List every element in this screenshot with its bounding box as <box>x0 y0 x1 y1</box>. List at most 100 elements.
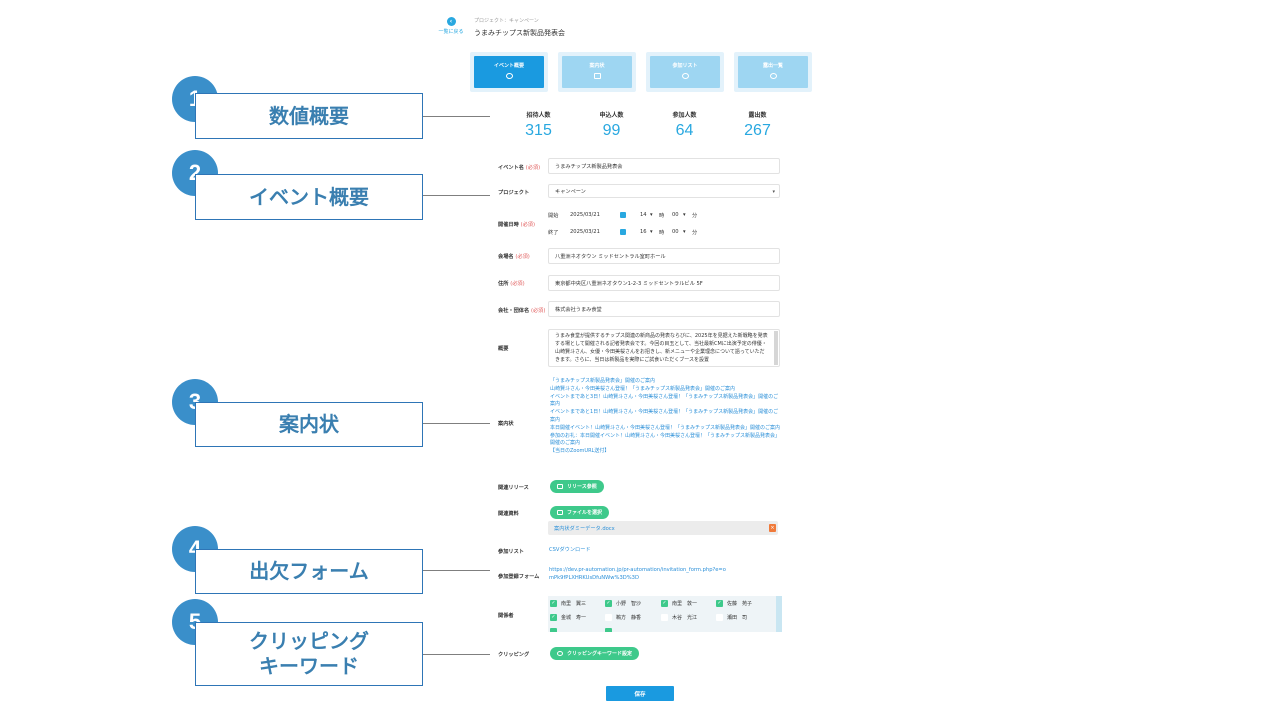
end-prefix: 終了 <box>548 229 559 236</box>
hour-unit: 時 <box>659 212 665 219</box>
tab-participant-list[interactable]: 参加リスト <box>646 52 724 92</box>
attendee-checkbox[interactable]: ✓ 佐藤 苑子 <box>716 600 752 607</box>
end-hour-select[interactable]: 16 <box>640 229 647 235</box>
attendee-name: 南里 敦一 <box>672 601 698 607</box>
calendar-icon[interactable] <box>620 212 626 218</box>
document-icon <box>557 484 563 489</box>
callout-label-5: クリッピング キーワード <box>195 622 423 686</box>
end-datetime-row: 終了 2025/03/21 16 ▾ 時 00 ▾ 分 <box>548 226 697 238</box>
event-name-label: イベント名 (必須) <box>498 165 541 171</box>
summary-text: うまみ食堂が提供するチップス関連の新商品の発表ならびに、2025年を見据えた新戦… <box>555 333 768 363</box>
attendee-checkbox[interactable]: ✓金城 寿一 <box>550 614 586 621</box>
tab-invitation[interactable]: 案内状 <box>558 52 636 92</box>
stat-label: 参加人数 <box>672 112 697 119</box>
tab-event-overview[interactable]: イベント概要 <box>470 52 548 92</box>
tab-label: イベント概要 <box>493 63 524 69</box>
checkbox-checked-icon <box>605 628 612 632</box>
callout-label-1: 数値概要 <box>195 93 423 139</box>
end-minute-select[interactable]: 00 <box>672 229 679 235</box>
end-date-input[interactable]: 2025/03/21 <box>570 229 600 235</box>
chevron-down-icon: ▾ <box>772 189 775 195</box>
users-icon <box>681 73 689 79</box>
invitation-link[interactable]: イベントまであと1日！山崎賢斗さん・今田美桜さん登壇！「うまみチップス新製品発表… <box>550 409 779 423</box>
invitation-list: 「うまみチップス新製品発表会」開催のご案内 山崎賢斗さん・今田美桜さん登壇！「う… <box>550 378 782 456</box>
callout-connector-4 <box>423 570 490 571</box>
checkbox-unchecked-icon <box>716 614 723 621</box>
invitation-link[interactable]: 参加のお礼：本日開催イベント！山崎賢斗さん・今田美桜さん登壇！「うまみチップス新… <box>550 432 781 447</box>
tag-icon <box>557 651 563 656</box>
start-hour-select[interactable]: 14 <box>640 212 647 218</box>
tab-exposure-list[interactable]: 露出一覧 <box>734 52 812 92</box>
stat-value: 64 <box>675 122 694 139</box>
button-label: リリース参照 <box>567 484 597 490</box>
calendar-icon[interactable] <box>620 229 626 235</box>
stats-summary: 招待人数 315 申込人数 99 参加人数 64 露出数 267 <box>502 110 794 140</box>
invitation-link[interactable]: 「うまみチップス新製品発表会」開催のご案内 <box>550 378 656 384</box>
attendee-list-scrollbar[interactable] <box>776 596 782 632</box>
attendee-checkbox[interactable]: ✓ 南里 敦一 <box>661 600 697 607</box>
save-button[interactable]: 保存 <box>606 686 674 701</box>
tab-label: 案内状 <box>589 63 605 69</box>
checkbox-unchecked-icon <box>605 614 612 621</box>
attendee-checkbox[interactable]: 木谷 光江 <box>661 614 697 621</box>
event-name-input[interactable]: うまみチップス新製品発表会 <box>548 158 780 174</box>
callout-connector-3 <box>423 423 490 424</box>
attendee-name: 佐藤 苑子 <box>727 601 753 607</box>
button-label: ファイルを選択 <box>567 510 603 516</box>
release-reference-button[interactable]: リリース参照 <box>550 480 604 493</box>
checkbox-checked-icon: ✓ <box>550 614 557 621</box>
datetime-label: 開催日時 (必須) <box>498 222 536 228</box>
start-date-input[interactable]: 2025/03/21 <box>570 212 600 218</box>
registration-form-url[interactable]: https://dev.pr-automation.jp/pr-automati… <box>549 567 726 581</box>
attendee-checklist: ✓ 南里 翼三 ✓小野 智沙 ✓ 南里 敦一 ✓ 佐藤 苑子 ✓金城 寿一 鵜方 静香… <box>548 596 782 632</box>
chevron-down-icon: ▾ <box>650 212 653 218</box>
address-input[interactable]: 東京都中央区八重洲ネオタウン1-2-3 ミッドセントラルビル 5F <box>548 275 780 291</box>
invitation-link[interactable]: イベントまであと3日！山崎賢斗さん・今田美桜さん登壇！「うまみチップス新製品発表… <box>550 393 779 408</box>
attendee-checkbox[interactable]: ✓ 南里 翼三 <box>550 600 586 607</box>
start-datetime-row: 開始 2025/03/21 14 ▾ 時 00 ▾ 分 <box>548 209 697 221</box>
choose-file-button[interactable]: ファイルを選択 <box>550 506 610 519</box>
callout-connector-2 <box>423 195 490 196</box>
attendee-checkbox[interactable]: ✓小野 智沙 <box>605 600 641 607</box>
callout-label-3: 案内状 <box>195 402 423 447</box>
info-icon <box>505 73 513 79</box>
stat-value: 99 <box>602 122 621 139</box>
venue-input[interactable]: 八重洲ネオタウン ミッドセントラル室町ホール <box>548 248 780 264</box>
checkbox-checked-icon: ✓ <box>716 600 723 607</box>
start-minute-select[interactable]: 00 <box>672 212 679 218</box>
stat-applied: 申込人数 99 <box>575 110 648 140</box>
file-name-link[interactable]: 案内状ダミーデータ.docx <box>554 526 615 532</box>
invitation-link[interactable]: 本日開催イベント！山崎賢斗さん・今田美桜さん登壇！「うまみチップス新製品発表会」… <box>550 424 781 431</box>
tab-label: 参加リスト <box>672 63 698 69</box>
attendee-name: 鵜方 静香 <box>616 615 642 621</box>
attendee-checkbox[interactable]: 鵜方 静香 <box>605 614 641 621</box>
venue-label: 会場名 (必須) <box>498 254 530 260</box>
attendee-name: 南里 翼三 <box>561 601 587 607</box>
clipping-label: クリッピング <box>498 652 530 658</box>
stat-invited: 招待人数 315 <box>502 110 575 140</box>
project-selected-value: キャンペーン <box>555 189 586 195</box>
project-select[interactable]: キャンペーン ▾ <box>548 184 780 198</box>
materials-label: 関連資料 <box>498 511 519 517</box>
invitation-link[interactable]: 山崎賢斗さん・今田美桜さん登壇！「うまみチップス新製品発表会」開催のご案内 <box>550 385 736 392</box>
checkbox-checked-icon: ✓ <box>661 600 668 607</box>
checkbox-unchecked-icon <box>661 614 668 621</box>
delete-file-icon[interactable]: × <box>769 524 776 532</box>
summary-label: 概要 <box>498 346 509 352</box>
stat-label: 申込人数 <box>599 112 624 119</box>
attendee-name: 瀬田 司 <box>727 615 748 621</box>
checkbox-checked-icon: ✓ <box>550 600 557 607</box>
minute-unit: 分 <box>692 229 698 236</box>
textarea-scrollbar[interactable] <box>774 331 778 365</box>
checkbox-checked-icon: ✓ <box>605 600 612 607</box>
upload-icon <box>557 510 563 515</box>
back-to-list-link[interactable]: ‹ 一覧に戻る <box>436 17 466 35</box>
company-input[interactable]: 株式会社うまみ食堂 <box>548 301 780 317</box>
summary-textarea[interactable]: うまみ食堂が提供するチップス関連の新商品の発表ならびに、2025年を見据えた新戦… <box>548 329 780 367</box>
invitation-link[interactable]: 【当日のZoomURL送付】 <box>550 448 610 455</box>
attendee-checkbox[interactable]: 瀬田 司 <box>716 614 747 621</box>
csv-download-link[interactable]: CSVダウンロード <box>549 547 591 553</box>
clipping-keyword-settings-button[interactable]: クリッピングキーワード設定 <box>550 647 640 660</box>
event-detail-page: ‹ 一覧に戻る プロジェクト：キャンペーン うまみチップス新製品発表会 イベント… <box>430 0 812 720</box>
chevron-down-icon: ▾ <box>683 229 686 235</box>
